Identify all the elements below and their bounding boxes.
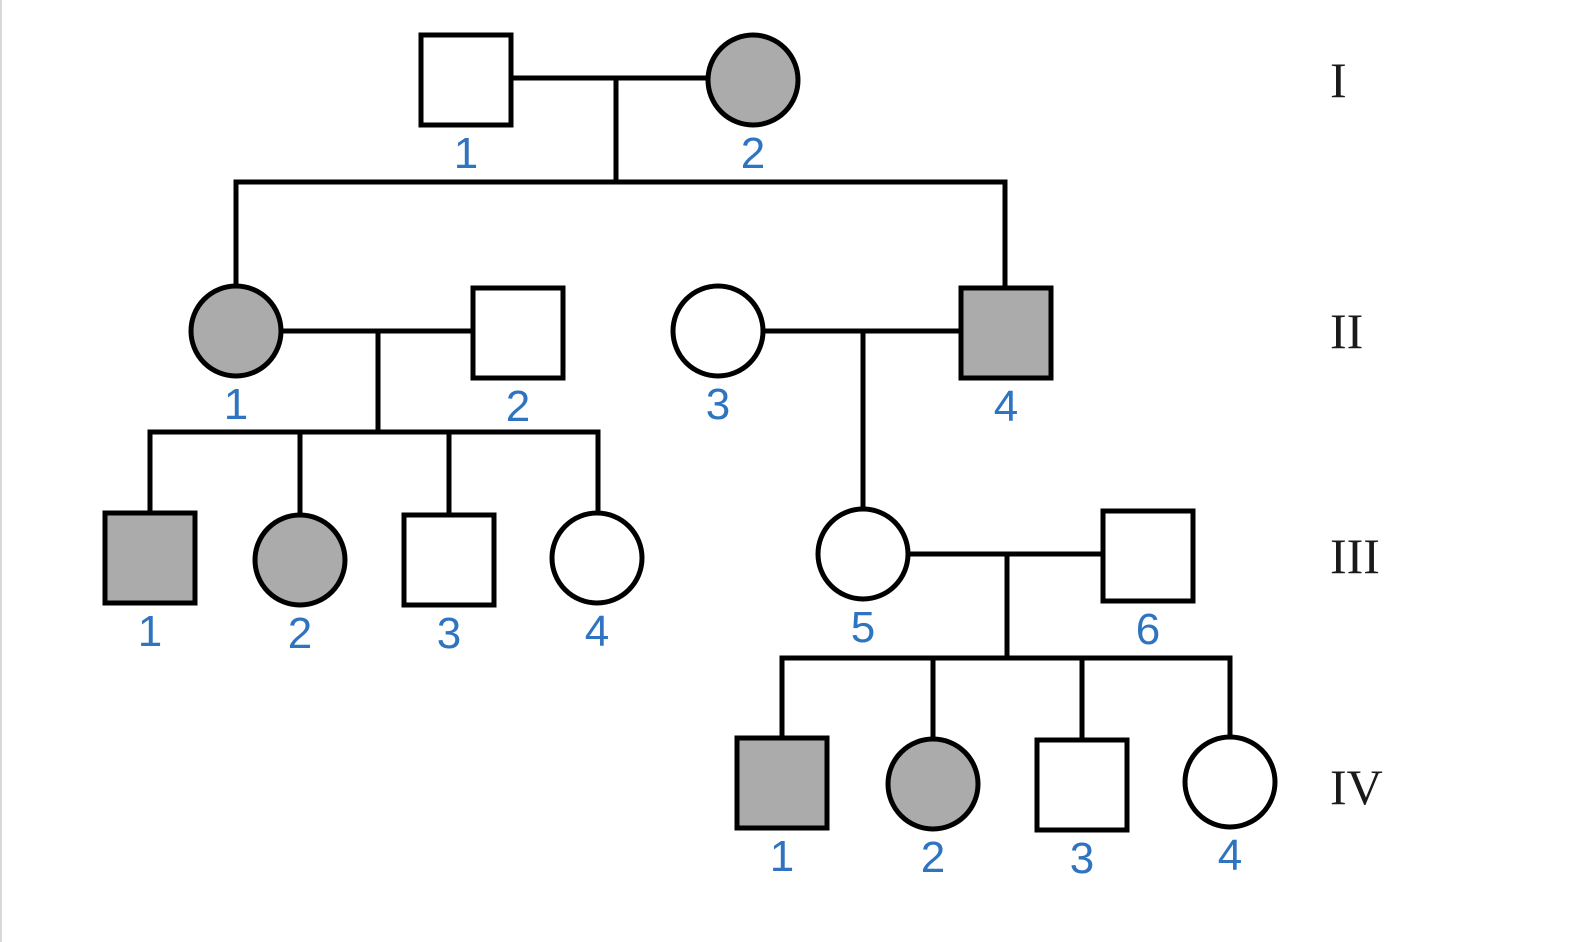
affected-male-square: [102, 510, 198, 606]
individual-1-2: 2: [705, 32, 801, 178]
individual-number-label: 6: [1136, 605, 1160, 654]
individual-4-3: 3: [1034, 737, 1130, 883]
individual-1-1: 1: [418, 32, 514, 178]
connection-lines: [147, 75, 1233, 743]
individual-4-1: 1: [734, 735, 830, 881]
individual-3-5: 5: [815, 506, 911, 652]
individual-number-label: 1: [770, 832, 794, 881]
unaffected-female-circle: [815, 506, 911, 602]
individual-3-6: 6: [1100, 508, 1196, 654]
individual-number-label: 4: [585, 607, 609, 656]
unaffected-male-square: [418, 32, 514, 128]
individual-number-label: 2: [288, 609, 312, 658]
individual-number-label: 2: [741, 129, 765, 178]
unaffected-male-square: [1100, 508, 1196, 604]
unaffected-female-circle: [1182, 734, 1278, 830]
individual-number-label: 1: [454, 129, 478, 178]
individual-4-4: 4: [1182, 734, 1278, 880]
individual-number-label: 1: [224, 380, 248, 429]
individual-number-label: 3: [437, 609, 461, 658]
individual-2-3: 3: [670, 283, 766, 429]
affected-female-circle: [705, 32, 801, 128]
individual-number-label: 2: [506, 382, 530, 431]
affected-female-circle: [188, 283, 284, 379]
individual-number-label: 1: [138, 607, 162, 656]
individual-3-1: 1: [102, 510, 198, 656]
generation-label-1: I: [1330, 52, 1347, 108]
individuals: 1 2 1 2 3 4 1 2 3 4 5 6 1 2 3 4: [102, 32, 1278, 883]
individual-number-label: 3: [706, 380, 730, 429]
individual-3-3: 3: [401, 512, 497, 658]
individual-number-label: 2: [921, 833, 945, 882]
affected-male-square: [958, 285, 1054, 381]
generation-label-4: IV: [1330, 759, 1383, 815]
unaffected-male-square: [401, 512, 497, 608]
individual-number-label: 5: [851, 603, 875, 652]
generation-labels: I II III IV: [1330, 52, 1383, 815]
individual-number-label: 4: [1218, 831, 1242, 880]
generation-label-3: III: [1330, 528, 1380, 584]
affected-female-circle: [885, 736, 981, 832]
affected-male-square: [734, 735, 830, 831]
individual-2-2: 2: [470, 285, 566, 431]
individual-number-label: 3: [1070, 834, 1094, 883]
individual-3-2: 2: [252, 512, 348, 658]
individual-number-label: 4: [994, 382, 1018, 431]
individual-2-4: 4: [958, 285, 1054, 431]
unaffected-female-circle: [670, 283, 766, 379]
unaffected-female-circle: [549, 510, 645, 606]
individual-3-4: 4: [549, 510, 645, 656]
individual-4-2: 2: [885, 736, 981, 882]
affected-female-circle: [252, 512, 348, 608]
unaffected-male-square: [470, 285, 566, 381]
unaffected-male-square: [1034, 737, 1130, 833]
generation-label-2: II: [1330, 303, 1363, 359]
individual-2-1: 1: [188, 283, 284, 429]
